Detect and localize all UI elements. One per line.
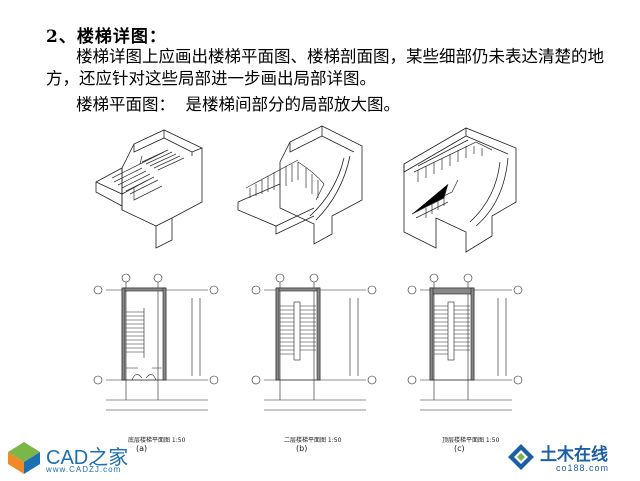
stair-isometric-middle: [237, 125, 363, 245]
cadzj-logo-url: www.CADZJ.com: [46, 465, 122, 474]
stair-isometric-top: [403, 127, 517, 253]
plan-letter-a: (a): [136, 444, 148, 453]
cadzj-logo-icon: [8, 442, 40, 474]
section-number: 2: [46, 27, 59, 47]
intro-paragraph: 楼梯详图上应画出楼梯平面图、楼梯剖面图，某些细部仍未表达清楚的地方，还应针对这些…: [46, 47, 604, 88]
floor-plan-ground: [93, 273, 219, 411]
cadzj-logo[interactable]: CAD之家 www.CADZJ.com: [6, 440, 186, 476]
plan-letter-b: (b): [296, 444, 308, 453]
cadzj-logo-brand: CAD之家: [46, 447, 129, 469]
plan-caption-c: 顶层楼梯平面图 1:50: [442, 437, 500, 444]
co188-logo-brand: 土木在线: [540, 445, 608, 465]
plan-definition-text: 是楼梯间部分的局部放大图。: [185, 95, 401, 114]
section-heading: 2、楼梯详图：: [46, 22, 167, 47]
co188-logo-icon: [508, 444, 534, 470]
stair-isometric-ground: [95, 129, 203, 249]
floor-plan-middle: [251, 273, 377, 411]
plan-definition: 楼梯平面图： 是楼梯间部分的局部放大图。: [76, 94, 640, 116]
plan-caption-a: 底层楼梯平面图 1:50: [128, 437, 186, 444]
plan-letter-c: (c): [454, 444, 465, 453]
plan-caption-b: 二层楼梯平面图 1:50: [284, 437, 342, 444]
floor-plan-top: [407, 273, 523, 411]
section-title: 、楼梯详图：: [58, 27, 167, 47]
plan-definition-label: 楼梯平面图：: [76, 95, 175, 114]
co188-logo[interactable]: 土木在线 co188.com: [506, 440, 636, 476]
co188-logo-url: co188.com: [556, 463, 610, 473]
